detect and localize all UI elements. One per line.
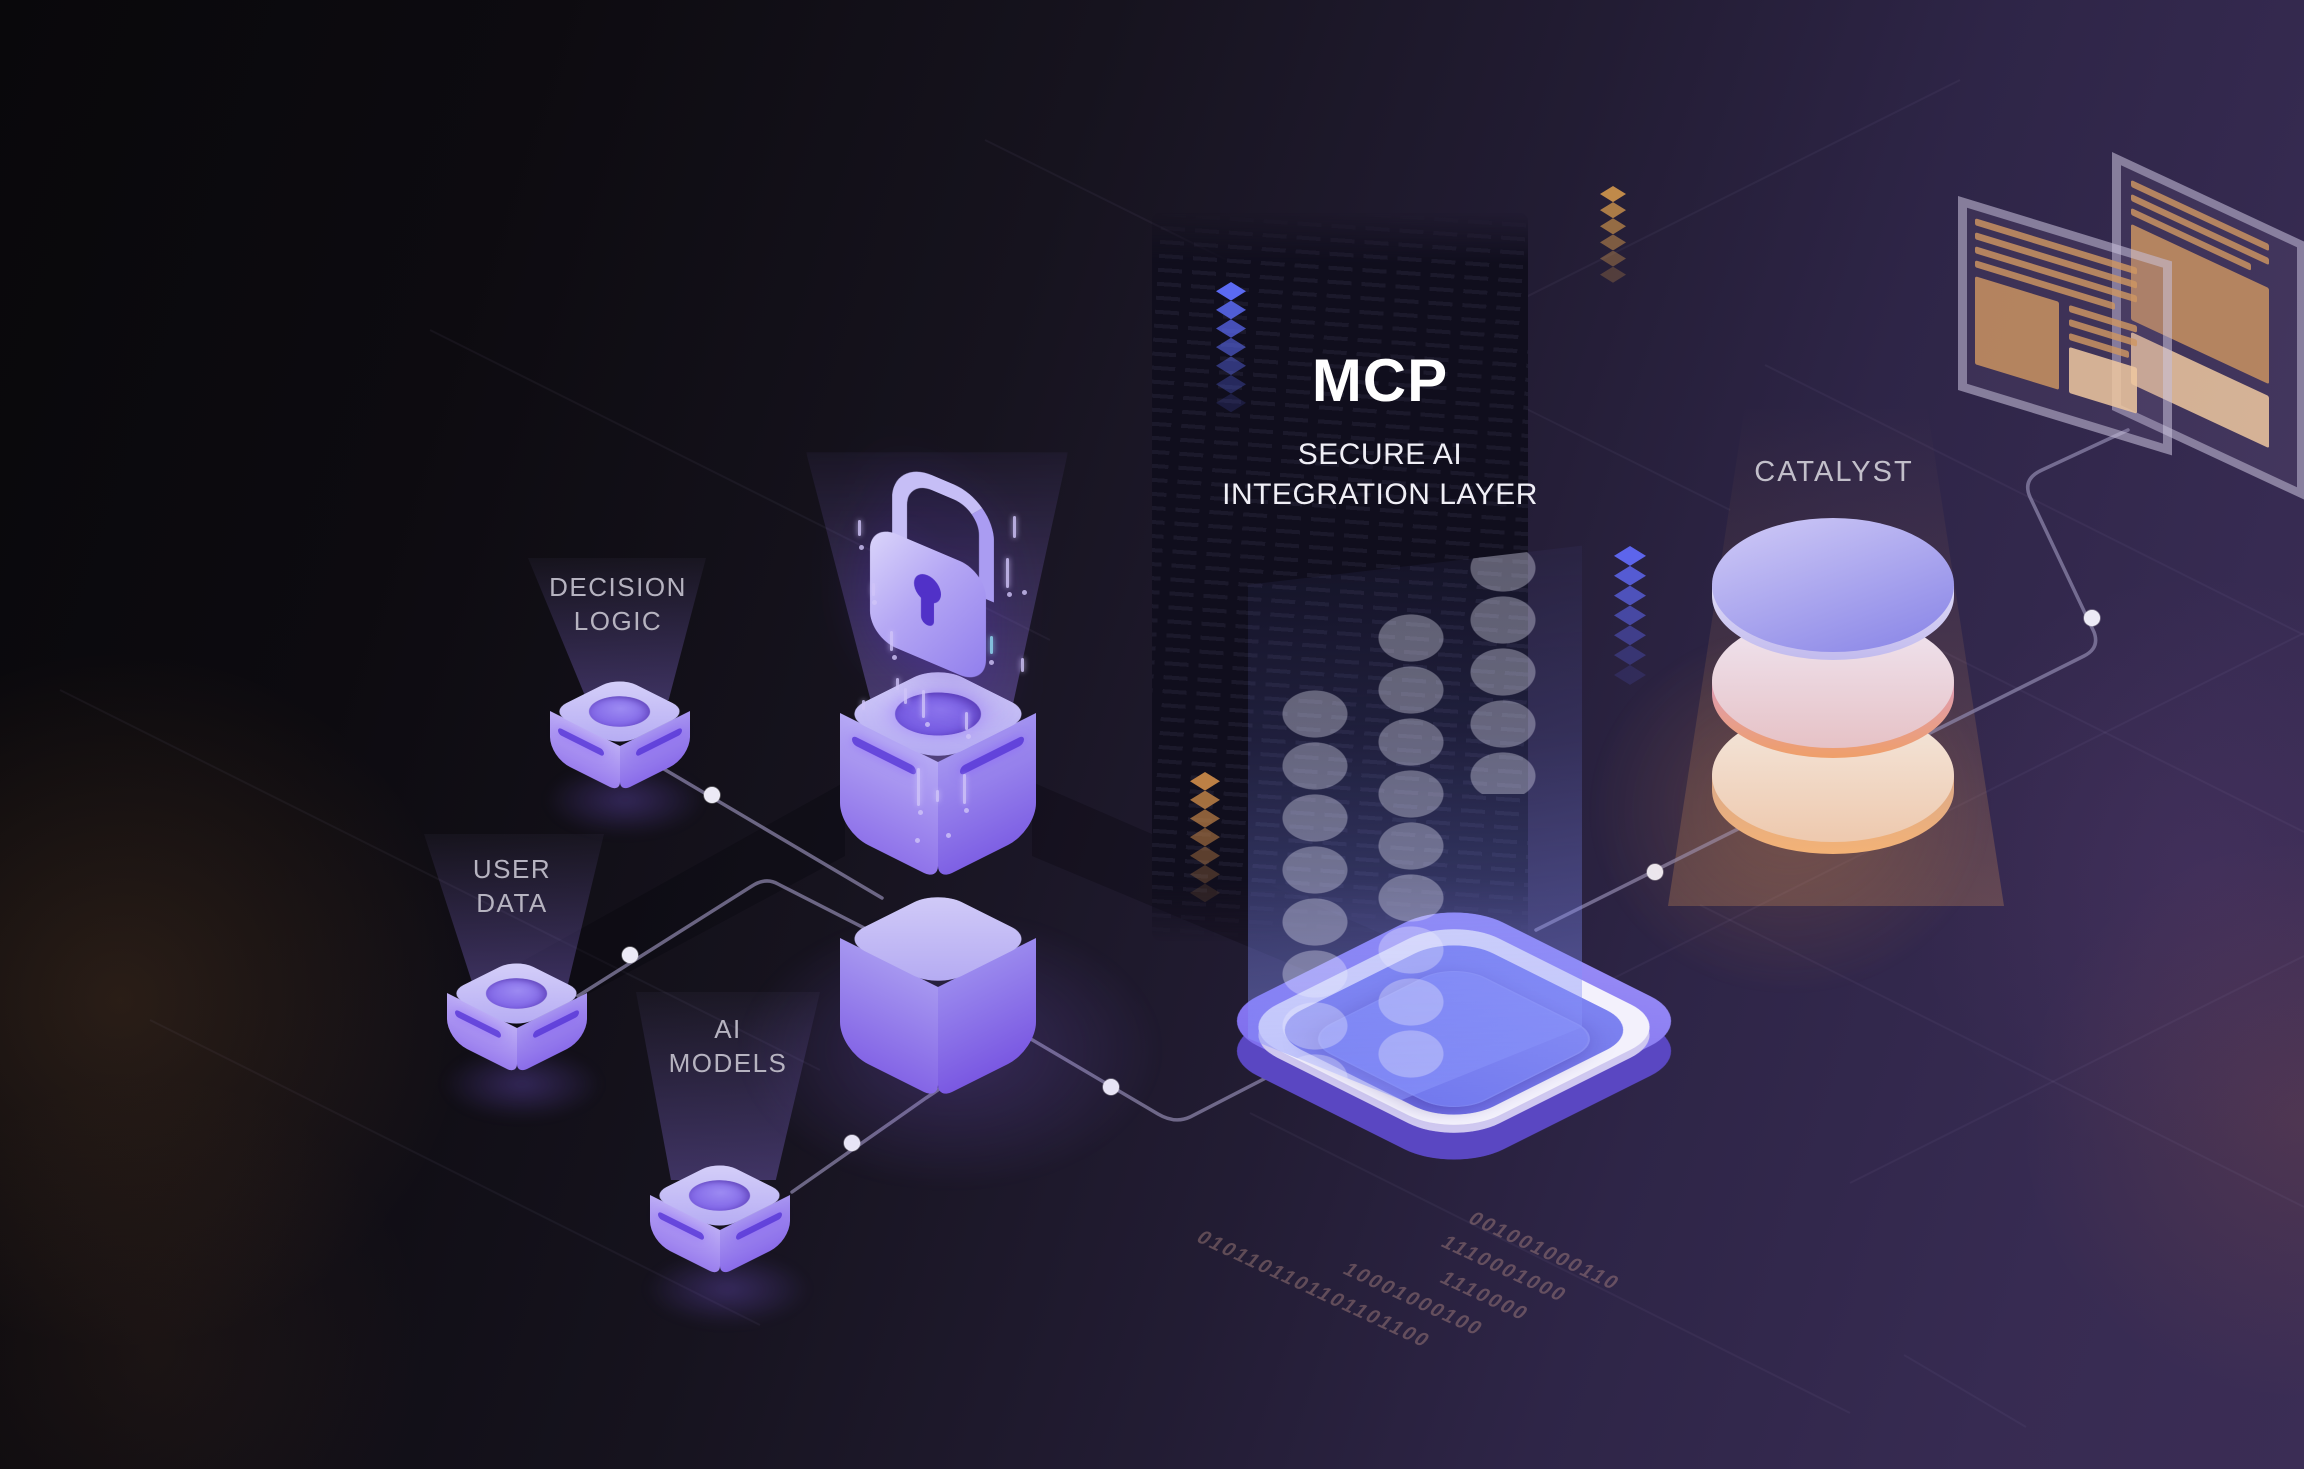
node-crater xyxy=(676,1173,763,1218)
data-column xyxy=(1470,545,1536,794)
page-subtitle: SECURE AI INTEGRATION LAYER xyxy=(1170,435,1590,515)
data-column xyxy=(1378,612,1444,1080)
data-sheet-hologram xyxy=(1248,545,1582,1100)
subtitle-line: INTEGRATION LAYER xyxy=(1222,478,1538,511)
floor-shadow-wedge xyxy=(480,782,845,1052)
node-ai-models xyxy=(649,1160,790,1277)
data-column xyxy=(1282,688,1348,1088)
label-decision-logic: DECISION LOGIC xyxy=(549,572,687,636)
keyhole-icon xyxy=(921,590,934,629)
connector-dot xyxy=(703,786,721,804)
node-user-data xyxy=(446,958,587,1075)
node-crater xyxy=(473,971,560,1016)
tower-crater xyxy=(877,683,999,745)
catalyst-database-icon xyxy=(1712,518,1954,890)
connector-dot xyxy=(843,1134,861,1152)
page-title: MCP xyxy=(1311,347,1449,414)
subtitle-line: SECURE AI xyxy=(1297,438,1463,471)
connector-dot xyxy=(621,946,639,964)
connector-dot xyxy=(1102,1078,1120,1096)
label-user-data: USER DATA xyxy=(472,854,552,918)
db-disc-top xyxy=(1712,518,1954,652)
node-decision-logic xyxy=(549,676,690,793)
mcp-title-block: MCP SECURE AI INTEGRATION LAYER xyxy=(1170,346,1590,515)
connector-dot xyxy=(2083,609,2101,627)
node-crater xyxy=(576,689,663,734)
connector-dot xyxy=(1646,863,1664,881)
label-ai-models: AI MODELS xyxy=(668,1014,788,1078)
label-catalyst: CATALYST xyxy=(1754,456,1914,488)
